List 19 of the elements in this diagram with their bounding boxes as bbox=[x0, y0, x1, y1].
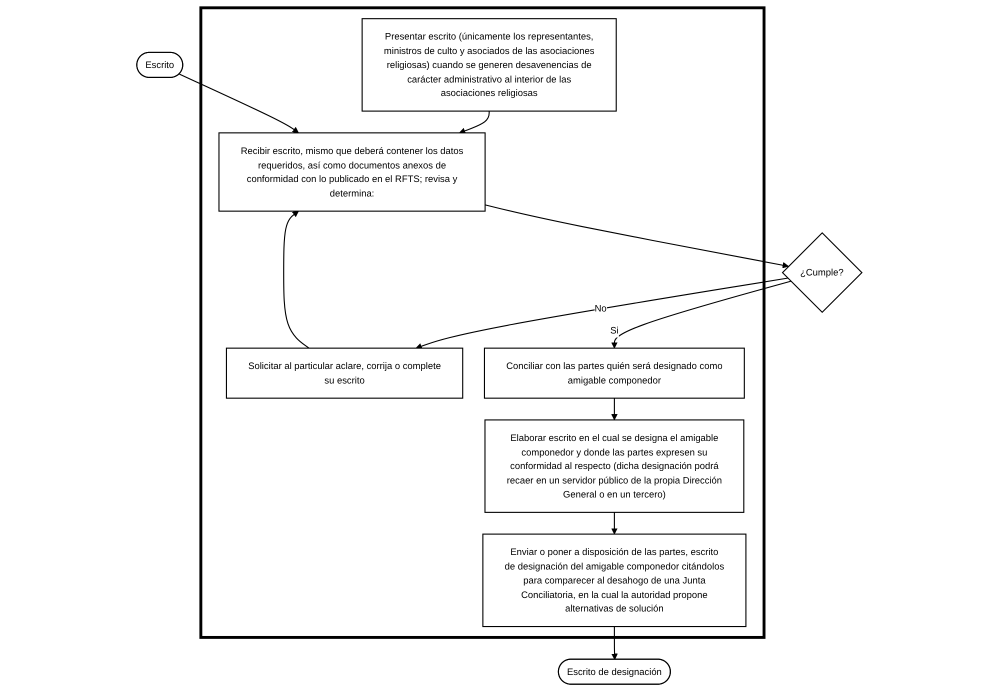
node-box: Conciliar con las partes quién será designado como amigable componedor bbox=[484, 348, 746, 399]
edge-label: No bbox=[594, 302, 607, 314]
node-box: Recibir escrito, mismo que deberá contener los datos requeridos, así como documentos anexos de conformidad con lo publicado en el RFTS; revisa y determina: bbox=[218, 132, 486, 212]
node-diamond: ¿Cumple? bbox=[782, 232, 863, 314]
node-box: Enviar o poner a disposición de las partes, escrito de designación del amigable componedor citándolos para comparecer al desahogo de una Junta Conciliatoria, en la cual la autoridad propone alternativas de solución bbox=[482, 534, 747, 628]
arrow bbox=[179, 74, 299, 134]
arrow bbox=[459, 111, 490, 134]
arrow bbox=[611, 512, 618, 534]
arrow bbox=[485, 204, 789, 268]
node-box: Elaborar escrito en el cual se designa el amigable componedor y donde las partes expresen su conformidad al respecto (dicha designación podrá recaer en un servidor público de la propia Dirección General o en un tercero) bbox=[484, 419, 744, 513]
arrow bbox=[611, 398, 618, 420]
arrow bbox=[611, 280, 792, 348]
arrow bbox=[416, 278, 788, 350]
arrow bbox=[612, 626, 618, 660]
arrow bbox=[283, 210, 310, 349]
cluster bbox=[200, 6, 766, 639]
edge-label: Si bbox=[610, 324, 619, 336]
node-box: Solicitar al particular aclare, corrija o complete su escrito bbox=[226, 348, 464, 399]
node-box: Presentar escrito (únicamente los representantes, ministros de culto y asociados de las asociaciones religiosas) cuando se generen desavenencias de carácter administrativo al interior de las asociaciones religiosas bbox=[362, 18, 617, 112]
